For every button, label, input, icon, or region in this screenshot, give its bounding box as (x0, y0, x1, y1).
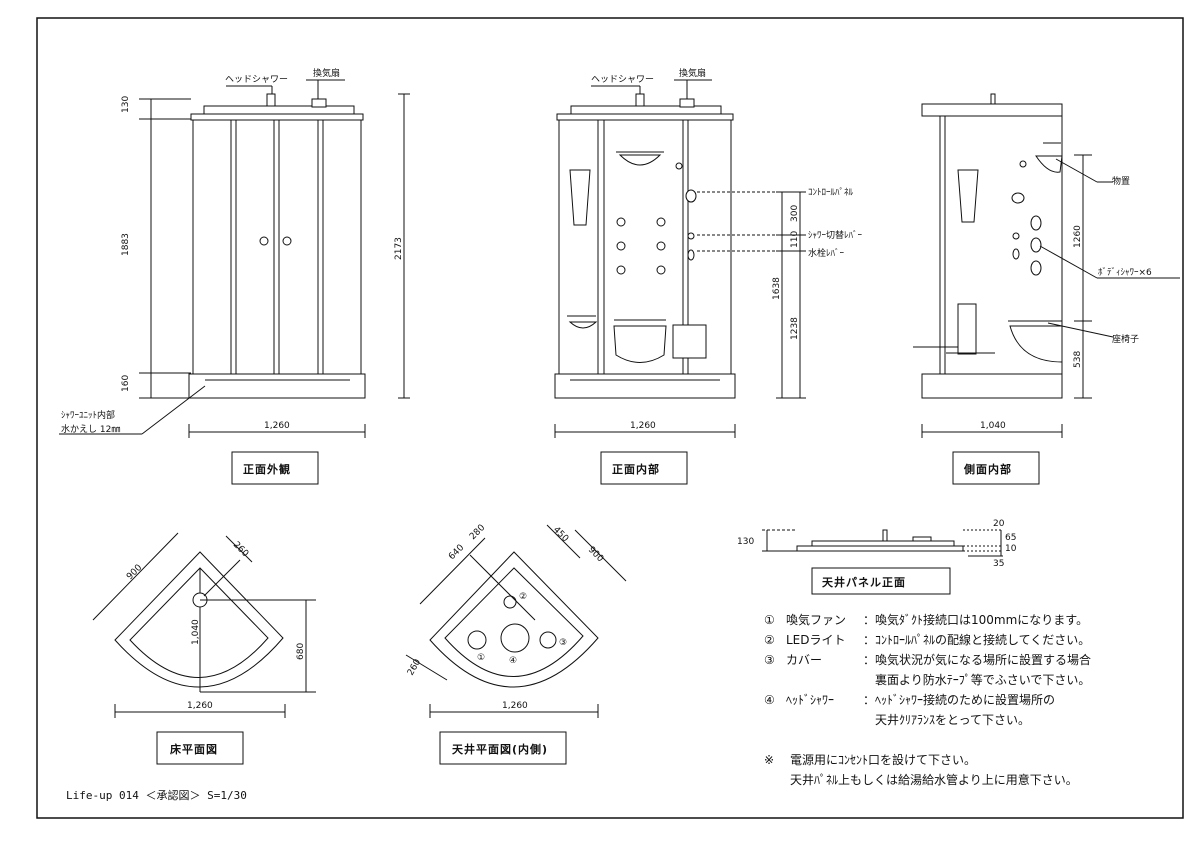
note-2-term: LEDライト (786, 633, 846, 647)
cp-mark-2: ② (519, 592, 527, 602)
cp-dim-width: 1,260 (502, 701, 528, 711)
power-note-line1: 電源用にｺﾝｾﾝﾄ口を設けて下さい。 (790, 752, 976, 767)
note-4b-text: 天井ｸﾘｱﾗﾝｽをとって下さい。 (875, 713, 1030, 727)
fi-dim-1238: 1238 (790, 317, 800, 340)
note-2-num: ② (764, 633, 775, 647)
fe-head-shower-label: ヘッドシャワー (225, 75, 288, 85)
fe-note-line1: ｼｬﾜｰﾕﾆｯﾄ内部 (61, 409, 115, 421)
notes-block: ① 喚気ファン ：喚気ﾀﾞｸﾄ接続口は100mmになります。 ② LEDライト … (764, 612, 1091, 787)
si-seat-label: 座椅子 (1112, 333, 1139, 345)
fe-dim-total: 2173 (394, 237, 404, 260)
fi-head-shower-label: ヘッドシャワー (591, 75, 654, 85)
cpf-dim-10: 10 (1005, 544, 1017, 554)
sheet-frame (36, 17, 1184, 819)
fp-dim-260: 260 (231, 540, 250, 559)
note-2-text: ：ｺﾝﾄﾛｰﾙﾊﾟﾈﾙの配線と接続してください。 (863, 632, 1090, 647)
note-4-text: ：ﾍｯﾄﾞｼｬﾜｰ接続のために設置場所の (863, 692, 1055, 707)
cp-caption: 天井平面図(内側) (452, 742, 548, 756)
note-4-num: ④ (764, 693, 775, 707)
note-1-term: 喚気ファン (786, 612, 846, 627)
front-exterior-view (59, 79, 410, 485)
si-dim-width: 1,040 (980, 421, 1006, 431)
ceiling-plan-view (405, 524, 627, 765)
fe-dim-width: 1,260 (264, 421, 290, 431)
fe-dim-mid: 1883 (121, 233, 131, 256)
si-shelf-label: 物置 (1112, 175, 1130, 187)
fp-dim-680: 680 (296, 643, 306, 660)
note-3-num: ③ (764, 653, 775, 667)
cpf-dim-20: 20 (993, 519, 1005, 529)
note-1-num: ① (764, 613, 775, 627)
drawing-title-footer: Life-up 014 ＜承認図＞ S=1/30 (66, 788, 247, 802)
front-interior-view (554, 79, 806, 485)
fi-fan-label: 換気扇 (679, 67, 706, 79)
note-4-term: ﾍｯﾄﾞｼｬﾜｰ (786, 693, 834, 707)
cpf-dim-65: 65 (1005, 533, 1016, 543)
note-3b-text: 裏面より防水ﾃｰﾌﾟ等でふさいで下さい。 (875, 672, 1090, 687)
cp-mark-3: ③ (559, 638, 567, 648)
note-3-text: ：喚気状況が気になる場所に設置する場合 (863, 652, 1091, 667)
fi-caption: 正面内部 (612, 462, 660, 476)
si-dim-1260: 1260 (1073, 225, 1083, 248)
cp-mark-1: ① (477, 653, 485, 663)
note-3-term: カバー (786, 653, 822, 667)
si-body-shower-label: ﾎﾞﾃﾞｨｼｬﾜｰ×6 (1098, 267, 1152, 278)
fe-note-line2: 水かえし 12㎜ (61, 423, 120, 435)
fp-caption: 床平面図 (170, 742, 218, 756)
fp-dim-width: 1,260 (187, 701, 213, 711)
fe-dim-top: 130 (121, 96, 131, 113)
cpf-caption: 天井パネル正面 (822, 575, 906, 589)
note-1-text: ：喚気ﾀﾞｸﾄ接続口は100mmになります。 (863, 612, 1088, 627)
cp-mark-4: ④ (509, 656, 517, 666)
fi-switch-label: ｼｬﾜｰ切替ﾚﾊﾞｰ (808, 229, 863, 241)
si-caption: 側面内部 (963, 462, 1012, 476)
power-note-mark: ※ (764, 753, 774, 767)
side-interior-view (913, 93, 1180, 485)
fi-dim-300: 300 (790, 205, 800, 222)
fi-faucet-label: 水栓ﾚﾊﾞｰ (808, 247, 845, 259)
cp-dim-280: 280 (468, 523, 487, 542)
fi-dim-1638: 1638 (772, 277, 782, 300)
floor-plan-view (92, 532, 316, 765)
cp-dim-900: 900 (586, 545, 605, 564)
cpf-dim-35: 35 (993, 559, 1004, 569)
fp-dim-1040: 1,040 (191, 619, 201, 645)
si-dim-538: 538 (1073, 351, 1083, 368)
cpf-dim-130: 130 (737, 537, 754, 547)
power-note-line2: 天井ﾊﾟﾈﾙ上もしくは給湯給水管より上に用意下さい。 (790, 772, 1078, 787)
fi-control-label: ｺﾝﾄﾛｰﾙﾊﾟﾈﾙ (808, 187, 854, 198)
fe-caption: 正面外観 (243, 462, 291, 476)
fi-dim-width: 1,260 (630, 421, 656, 431)
cp-dim-260: 260 (406, 657, 423, 677)
fe-fan-label: 換気扇 (313, 67, 340, 79)
cp-dim-450: 450 (551, 525, 570, 544)
fe-dim-bottom: 160 (121, 375, 131, 392)
fp-dim-900: 900 (125, 563, 144, 582)
fi-dim-110: 110 (790, 231, 800, 248)
ceiling-panel-view (762, 529, 1003, 595)
